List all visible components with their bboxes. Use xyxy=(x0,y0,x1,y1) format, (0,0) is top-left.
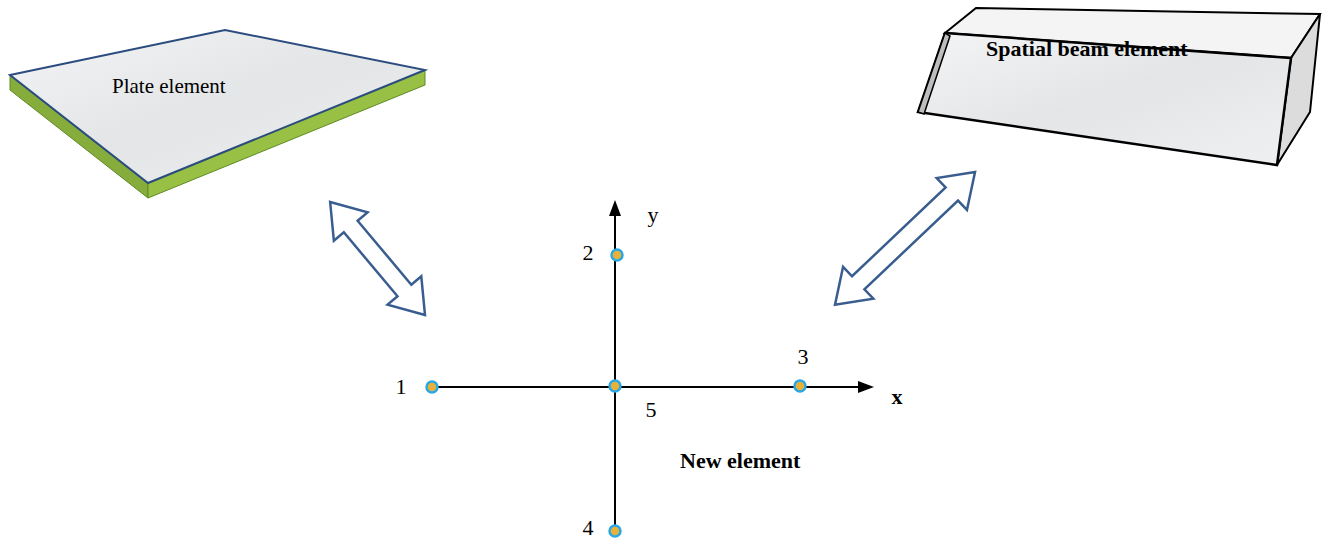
node-title: Spatial beam element xyxy=(986,36,1188,62)
node-point xyxy=(610,381,621,392)
plate-element-shape xyxy=(8,26,428,202)
new-element: New element xyxy=(425,300,835,540)
node-number: 5 xyxy=(646,398,657,422)
axis-label: x xyxy=(892,385,903,409)
node-number: 1 xyxy=(396,375,407,399)
x-axis-arrowhead xyxy=(858,381,874,393)
double-arrow xyxy=(835,172,975,305)
node-title: New element xyxy=(680,448,800,474)
node-point xyxy=(612,250,623,261)
node-title: Plate element xyxy=(112,74,226,99)
node-number: 3 xyxy=(798,345,809,369)
plate-element: Plate element xyxy=(8,26,428,202)
node-number: 4 xyxy=(583,516,594,540)
node-points xyxy=(427,250,806,537)
y-axis-arrowhead xyxy=(609,200,621,216)
node-number: y xyxy=(648,203,659,227)
node-point xyxy=(610,526,621,537)
spatial-beam-element: Spatial beam element xyxy=(912,4,1324,172)
double-arrow xyxy=(330,202,425,315)
node-point xyxy=(795,381,806,392)
node-number: 2 xyxy=(583,241,594,265)
node-point xyxy=(427,382,438,393)
spatial-beam-element-shape xyxy=(912,4,1324,172)
